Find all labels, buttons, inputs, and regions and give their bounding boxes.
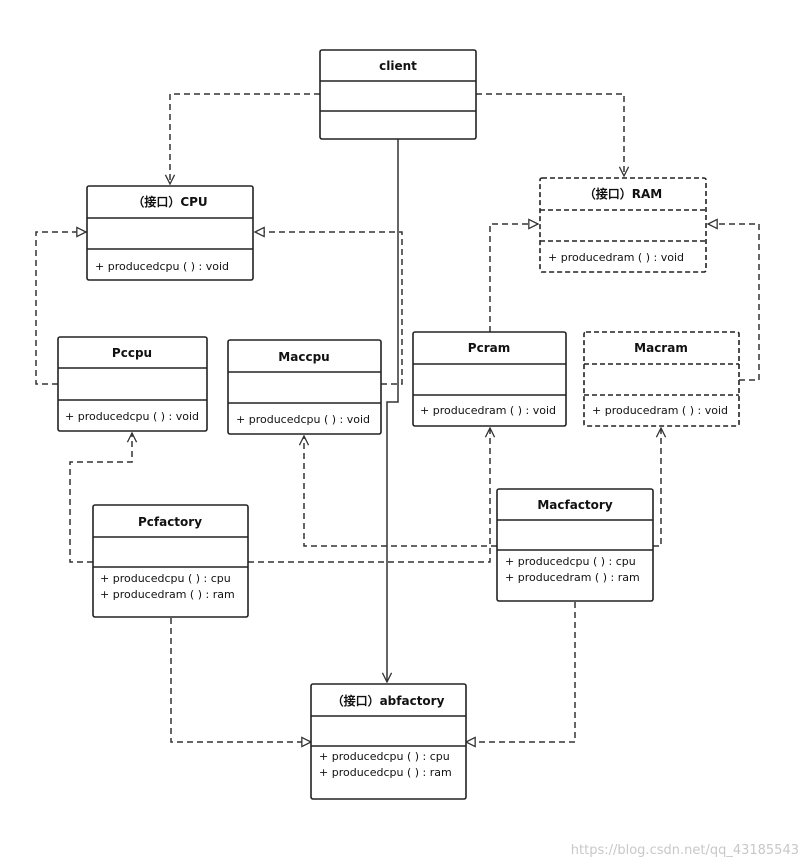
- method: + producedram ( ) : ram: [100, 588, 235, 601]
- method: + producedram ( ) : void: [420, 404, 556, 417]
- class-client: client: [319, 49, 477, 140]
- edge-macfactory-maccpu: [304, 436, 497, 547]
- class-pcram: Pcram + producedram ( ) : void: [412, 331, 567, 427]
- class-title: （接口）RAM: [584, 186, 662, 201]
- method: + producedram ( ) : void: [592, 404, 728, 417]
- class-abfactory-interface: （接口）abfactory + producedcpu ( ) : cpu + …: [310, 683, 467, 800]
- method: + producedram ( ) : void: [548, 251, 684, 264]
- class-cpu-interface: （接口）CPU + producedcpu ( ) : void: [86, 185, 254, 281]
- class-macram: Macram + producedram ( ) : void: [583, 331, 740, 427]
- class-maccpu: Maccpu + producedcpu ( ) : void: [227, 339, 382, 435]
- edge-macram-ram: [708, 224, 760, 381]
- edge-pcfactory-pcram: [248, 428, 490, 563]
- edge-pcram-ram: [489, 224, 538, 332]
- edge-macfactory-abfactory: [466, 602, 576, 742]
- method: + producedcpu ( ) : cpu: [505, 555, 636, 568]
- edge-macfactory-macram: [653, 428, 661, 547]
- class-pccpu: Pccpu + producedcpu ( ) : void: [57, 336, 208, 432]
- class-title: Pccpu: [112, 346, 152, 360]
- edge-maccpu-cpu: [255, 232, 403, 385]
- class-title: Macram: [634, 341, 688, 355]
- edge-client-ram: [476, 93, 624, 176]
- watermark: https://blog.csdn.net/qq_43185543: [570, 843, 799, 858]
- class-title: Maccpu: [278, 350, 329, 364]
- class-title: （接口）CPU: [132, 194, 207, 209]
- method: + producedcpu ( ) : ram: [319, 766, 452, 779]
- method: + producedram ( ) : ram: [505, 571, 640, 584]
- class-pcfactory: Pcfactory + producedcpu ( ) : cpu + prod…: [92, 504, 249, 618]
- method: + producedcpu ( ) : void: [65, 410, 199, 423]
- class-title: Macfactory: [537, 498, 612, 512]
- edge-pccpu-cpu: [35, 232, 86, 385]
- class-title: client: [379, 59, 417, 73]
- method: + producedcpu ( ) : cpu: [319, 750, 450, 763]
- edge-client-abfactory: [387, 139, 399, 682]
- class-title: （接口）abfactory: [332, 693, 445, 708]
- edge-client-cpu: [170, 93, 320, 184]
- edge-pcfactory-abfactory: [170, 618, 311, 742]
- edge-pcfactory-pccpu: [69, 433, 132, 563]
- class-macfactory: Macfactory + producedcpu ( ) : cpu + pro…: [496, 488, 654, 602]
- method: + producedcpu ( ) : void: [236, 413, 370, 426]
- class-title: Pcfactory: [138, 515, 202, 529]
- class-ram-interface: （接口）RAM + producedram ( ) : void: [539, 177, 707, 273]
- method: + producedcpu ( ) : void: [95, 260, 229, 273]
- class-title: Pcram: [468, 341, 510, 355]
- method: + producedcpu ( ) : cpu: [100, 572, 231, 585]
